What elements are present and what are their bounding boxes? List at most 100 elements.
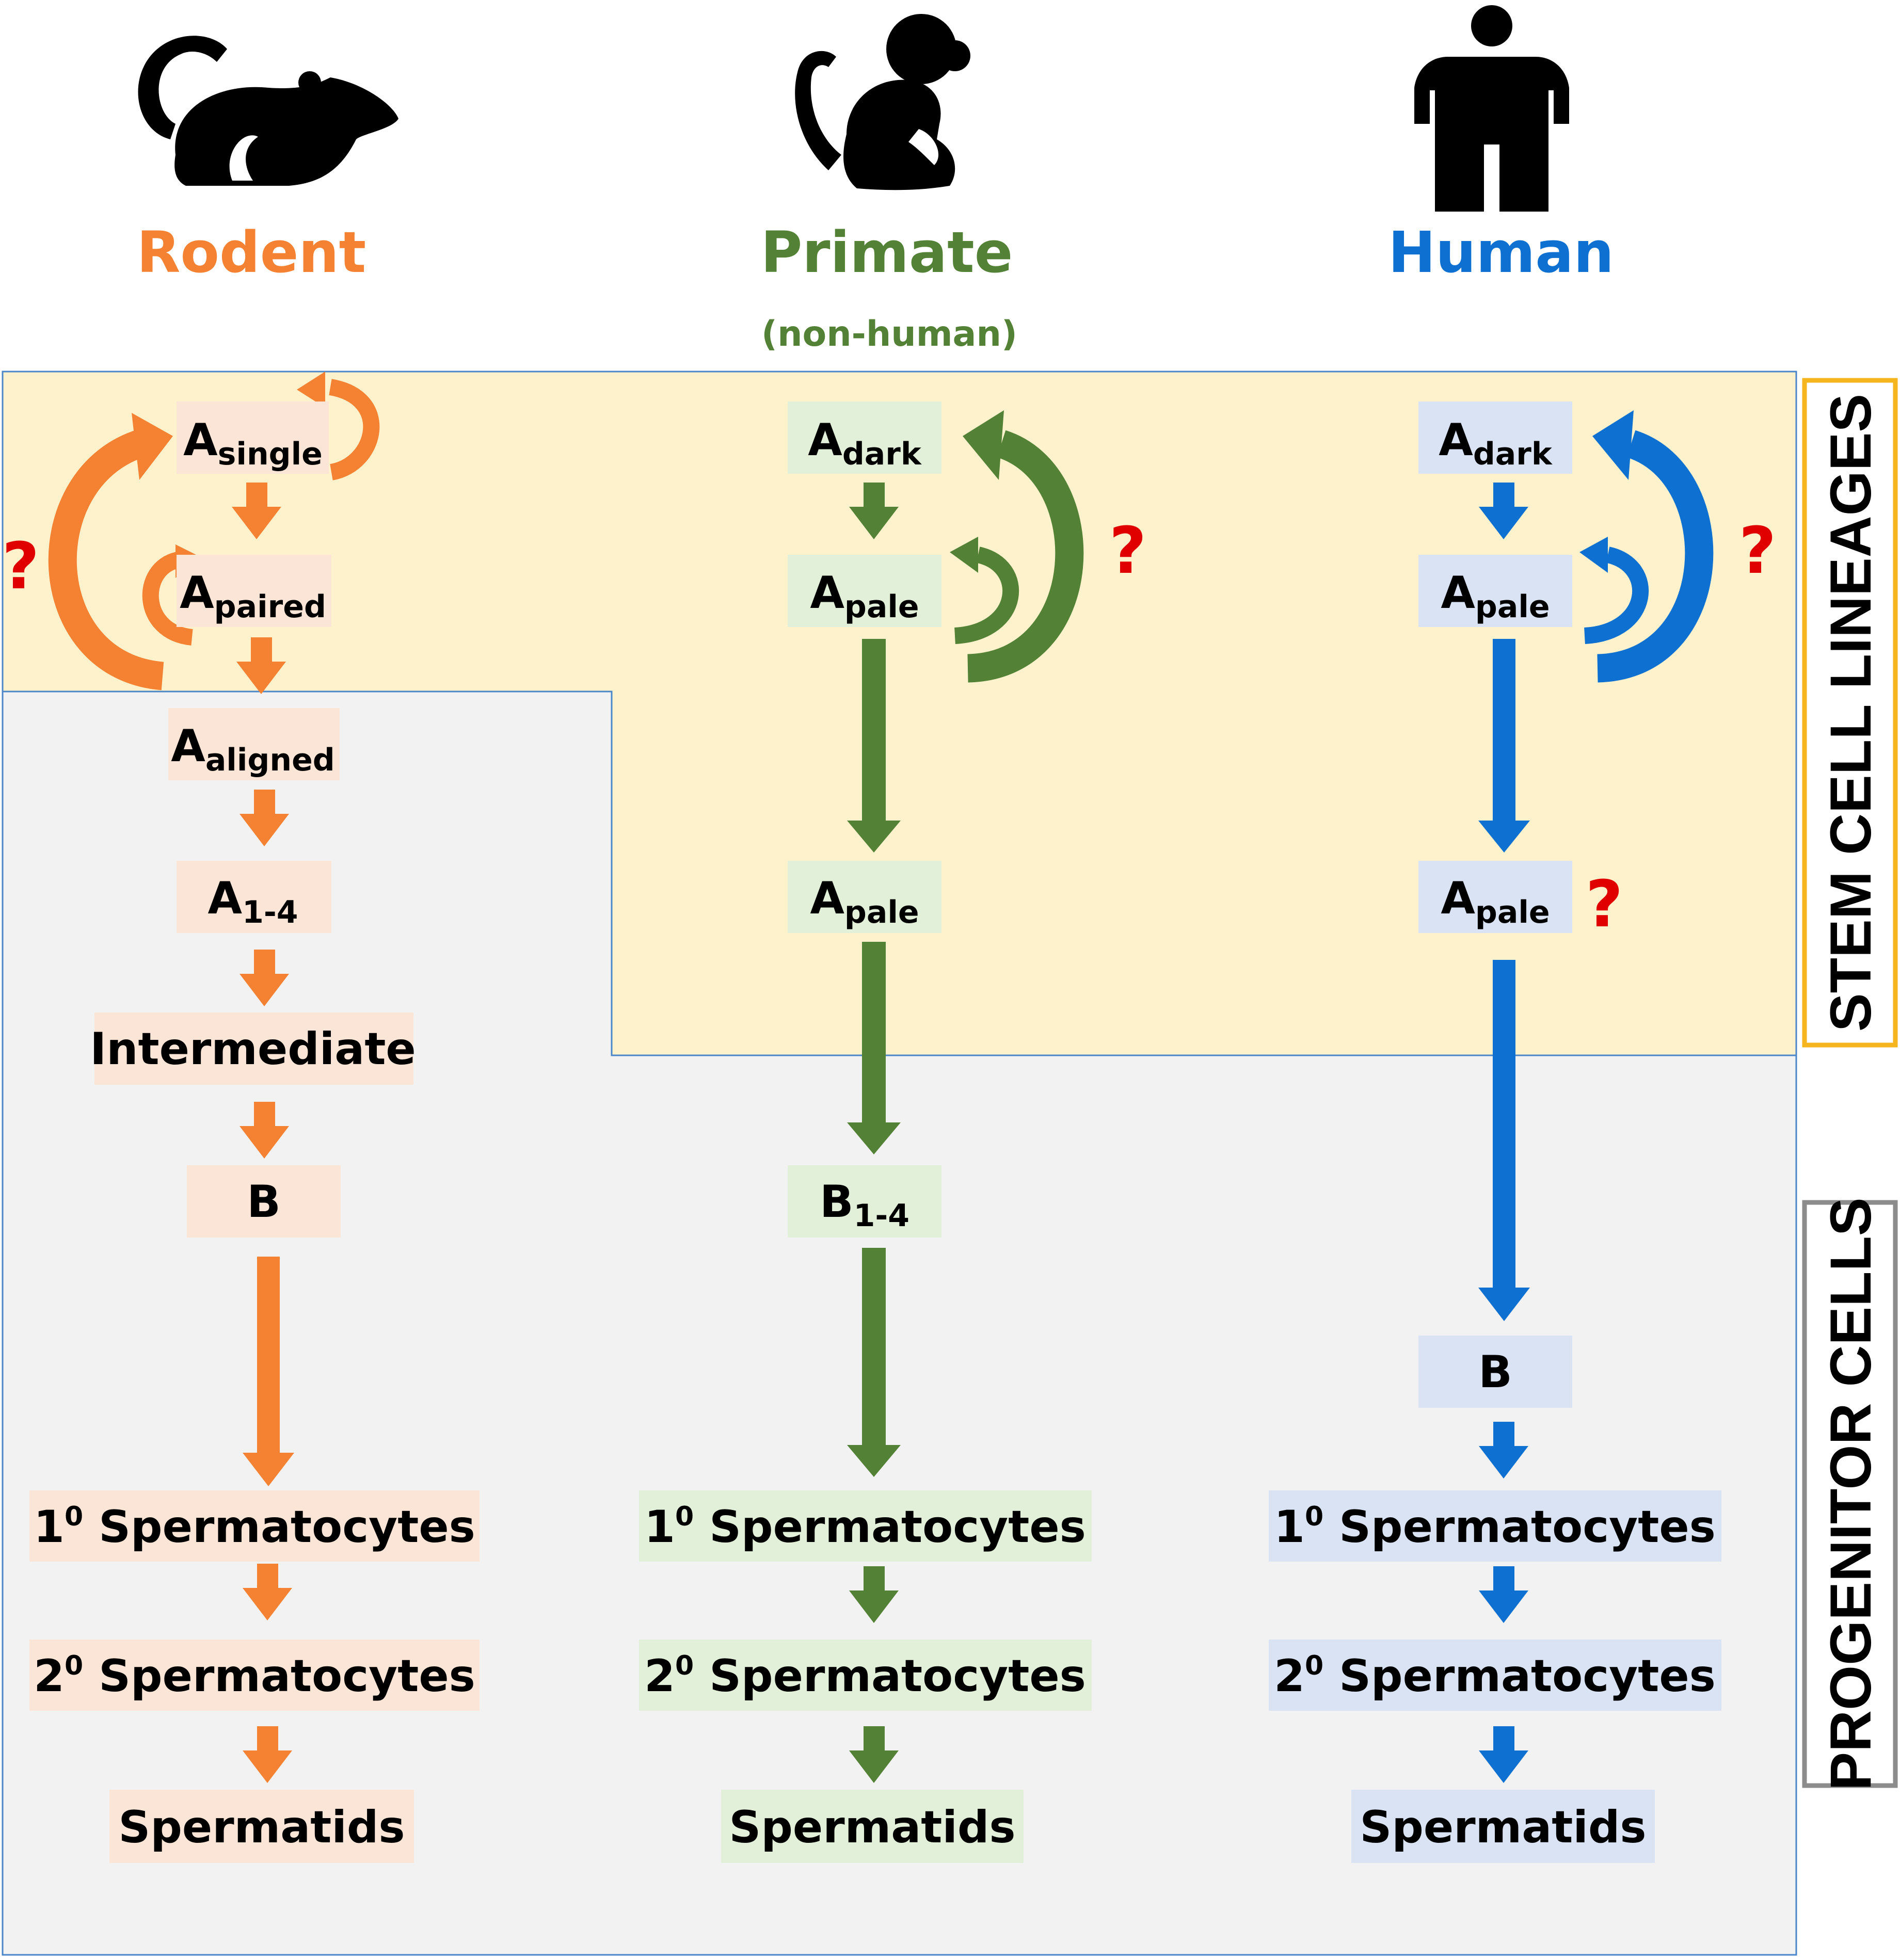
question-mark-human-apale: ? xyxy=(1586,867,1623,942)
primate-small-loop-head xyxy=(950,537,978,573)
rodent-large-loop xyxy=(48,430,164,690)
human-arrow-5 xyxy=(1479,1566,1528,1623)
question-mark-rodent: ? xyxy=(2,529,40,604)
rodent-paired-loop xyxy=(142,552,194,646)
rodent-self-renewal-small xyxy=(328,379,380,480)
rodent-header: Rodent xyxy=(137,219,366,285)
human-column: Adark Apale Apale B 10 Spermatocytes 20 … xyxy=(1269,401,1721,1863)
rodent-box-a-single xyxy=(177,401,329,474)
human-spermatocytes-2-label: 20 Spermatocytes xyxy=(1274,1650,1716,1702)
primate-box-a-dark xyxy=(788,401,941,474)
human-box-spermatids xyxy=(1351,1790,1655,1863)
rodent-spermatocytes-2-label: 20 Spermatocytes xyxy=(34,1650,475,1702)
primate-large-loop-head xyxy=(963,410,1004,480)
primate-spermatids-label: Spermatids xyxy=(729,1802,1015,1853)
primate-box-spermatids xyxy=(721,1790,1024,1863)
monkey-icon xyxy=(795,14,970,190)
primate-box-spermatocytes-1 xyxy=(639,1490,1092,1562)
human-large-loop xyxy=(1596,430,1714,683)
rodent-box-spermatids xyxy=(109,1790,414,1863)
rodent-arrow-2 xyxy=(236,637,286,694)
rodent-intermediate-label: Intermediate xyxy=(90,1023,416,1075)
primate-small-loop xyxy=(954,547,1019,644)
human-icon xyxy=(1414,5,1569,212)
rodent-arrow-1 xyxy=(232,483,281,539)
stem-cell-lineages-label: STEM CELL LINEAGES xyxy=(1802,378,1898,1048)
progenitor-cells-label: PROGENITOR CELLS xyxy=(1802,1197,1898,1791)
rodent-arrow-8 xyxy=(243,1726,292,1783)
human-spermatocytes-1-label: 10 Spermatocytes xyxy=(1274,1501,1716,1553)
progenitor-label-border xyxy=(1802,1200,1898,1788)
rodent-arrow-3 xyxy=(240,790,289,846)
human-arrow-4 xyxy=(1479,1422,1528,1479)
human-a-pale-2-label: Apale xyxy=(1441,873,1550,930)
human-arrow-1 xyxy=(1479,483,1528,539)
human-small-loop-head xyxy=(1579,537,1608,573)
rodent-box-a-paired xyxy=(177,555,331,627)
human-b-label: B xyxy=(1478,1346,1512,1398)
human-header: Human xyxy=(1388,219,1614,285)
human-a-dark-label: Adark xyxy=(1439,414,1553,472)
rodent-column: Asingle Apaired Aaligned A1-4 Intermedia… xyxy=(29,401,480,1863)
primate-arrow-1 xyxy=(849,483,899,539)
primate-arrows xyxy=(847,483,901,1783)
human-arrow-3 xyxy=(1478,960,1530,1321)
rodent-spermatocytes-1-label: 10 Spermatocytes xyxy=(34,1501,475,1553)
rodent-box-spermatocytes-1 xyxy=(29,1490,480,1562)
primate-header: Primate xyxy=(761,219,1013,285)
primate-a-dark-label: Adark xyxy=(808,414,922,472)
human-box-spermatocytes-2 xyxy=(1269,1640,1721,1711)
primate-box-a-pale-1 xyxy=(788,555,941,627)
primate-b-1-4-label: B1-4 xyxy=(820,1176,909,1234)
rodent-arrow-6 xyxy=(243,1257,294,1486)
human-spermatids-label: Spermatids xyxy=(1360,1802,1646,1853)
stem-cell-region xyxy=(2,371,1797,1056)
primate-curved-arrows xyxy=(950,410,1084,683)
primate-arrow-3 xyxy=(847,942,901,1154)
human-box-a-pale-2 xyxy=(1418,861,1572,933)
human-small-loop xyxy=(1584,547,1649,644)
primate-a-pale-2-label: Apale xyxy=(810,873,919,930)
primate-box-spermatocytes-2 xyxy=(639,1640,1092,1711)
human-box-b xyxy=(1418,1336,1572,1408)
rodent-arrows xyxy=(232,483,294,1783)
primate-box-b-1-4 xyxy=(788,1165,941,1238)
mouse-icon xyxy=(138,36,398,186)
rodent-spermatids-label: Spermatids xyxy=(118,1802,405,1853)
rodent-a-single-label: Asingle xyxy=(183,414,323,472)
human-arrow-6 xyxy=(1479,1726,1528,1783)
human-large-loop-head xyxy=(1592,410,1634,480)
rodent-arrow-5 xyxy=(240,1102,289,1159)
rodent-box-a-1-4 xyxy=(177,861,331,933)
rodent-box-spermatocytes-2 xyxy=(29,1640,480,1711)
question-mark-primate: ? xyxy=(1109,513,1147,588)
human-box-a-dark xyxy=(1418,401,1572,474)
rodent-a-1-4-label: A1-4 xyxy=(208,873,298,930)
primate-column: Adark Apale Apale B1-4 10 Spermatocytes … xyxy=(639,401,1092,1863)
rodent-box-b xyxy=(187,1165,341,1238)
primate-arrow-6 xyxy=(849,1726,899,1783)
rodent-large-loop-head xyxy=(132,413,173,480)
primate-a-pale-1-label: Apale xyxy=(810,567,919,625)
progenitor-label-text: PROGENITOR CELLS xyxy=(1818,1197,1883,1790)
human-arrows xyxy=(1478,483,1530,1783)
primate-spermatocytes-2-label: 20 Spermatocytes xyxy=(644,1650,1086,1702)
primate-arrow-5 xyxy=(849,1566,899,1623)
rodent-box-intermediate xyxy=(94,1013,413,1085)
human-curved-arrows xyxy=(1579,410,1714,683)
primate-box-a-pale-2 xyxy=(788,861,941,933)
rodent-a-aligned-label: Aaligned xyxy=(171,720,335,778)
rodent-arrow-4 xyxy=(240,950,289,1006)
primate-large-loop xyxy=(967,430,1084,683)
primate-subheader: (non-human) xyxy=(761,314,1017,355)
rodent-box-a-aligned xyxy=(168,708,340,780)
question-mark-human: ? xyxy=(1739,513,1777,588)
human-box-a-pale-1 xyxy=(1418,555,1572,627)
stem-label-text: STEM CELL LINEAGES xyxy=(1818,394,1883,1032)
rodent-arrow-7 xyxy=(243,1564,292,1620)
rodent-self-renewal-small-head xyxy=(297,372,325,408)
primate-spermatocytes-1-label: 10 Spermatocytes xyxy=(644,1501,1086,1553)
stem-label-border xyxy=(1802,378,1898,1048)
human-box-spermatocytes-1 xyxy=(1269,1490,1721,1562)
